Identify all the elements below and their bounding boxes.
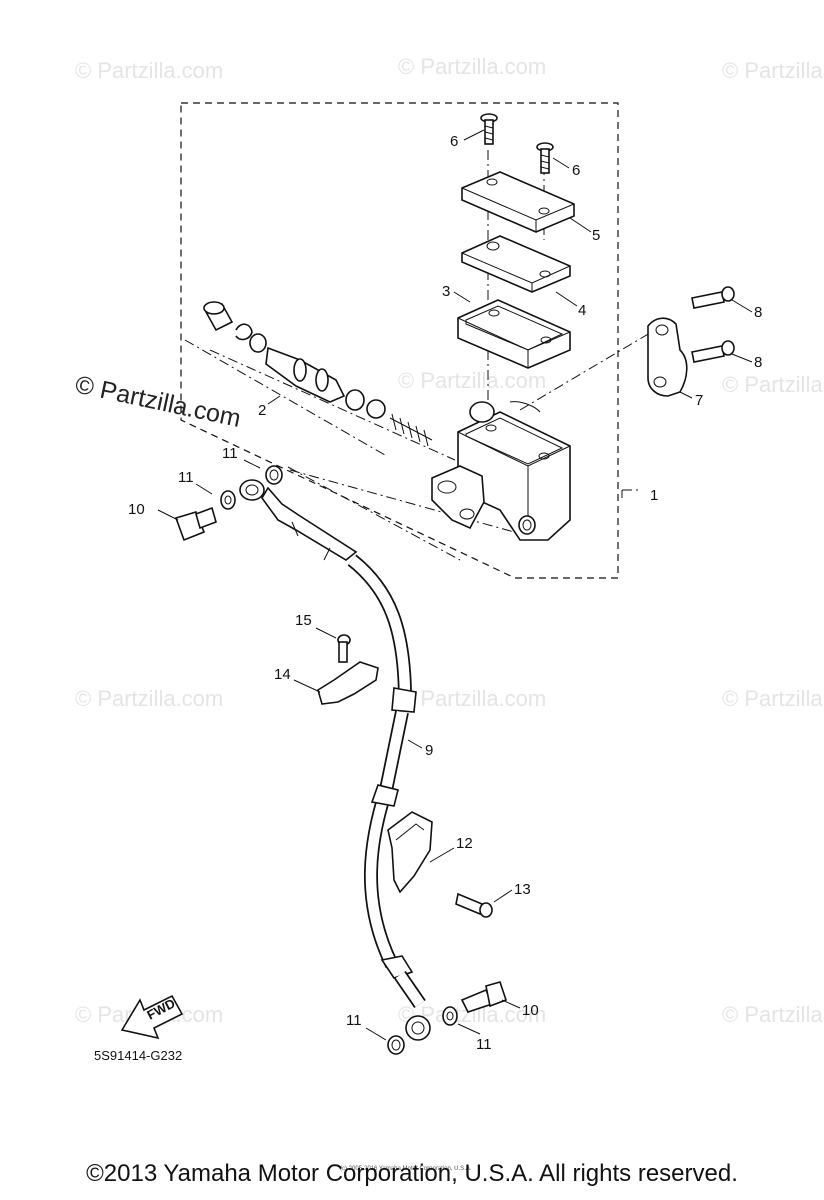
copper-washer [387, 1035, 405, 1055]
holder-clamp [647, 317, 688, 397]
watermark: © Partzilla.com [722, 686, 824, 711]
watermark: © Partzilla.com [75, 686, 223, 711]
callout-10: 10 [522, 1002, 539, 1019]
callout-1: 1 [650, 487, 658, 504]
callout-3: 3 [442, 283, 450, 300]
callout-2: 2 [258, 402, 266, 419]
master-cylinder-body [431, 401, 571, 541]
copper-washer [265, 465, 283, 485]
piston-kit [203, 301, 433, 447]
callout-8: 8 [754, 354, 762, 371]
callout-6: 6 [450, 133, 458, 150]
copper-washer [442, 1006, 458, 1026]
callout-5: 5 [592, 227, 600, 244]
guide-bolt [337, 634, 351, 663]
cap-screw [480, 113, 498, 145]
diaphragm [457, 299, 571, 369]
callouts: 6 6 5 4 3 8 8 7 2 1 11 11 10 15 14 9 12 … [128, 133, 762, 1053]
callout-7: 7 [695, 392, 703, 409]
copyright-notice: ©2013 Yamaha Motor Corporation, U.S.A. A… [86, 1160, 738, 1187]
callout-13: 13 [514, 881, 531, 898]
callout-11: 11 [346, 1012, 362, 1029]
union-bolt [174, 506, 217, 542]
hose-guide [317, 661, 379, 705]
clamp-bolt [455, 892, 493, 918]
alignment-lines [184, 150, 656, 561]
watermark: © Partzilla.com [75, 58, 223, 83]
callout-15: 15 [295, 612, 312, 629]
cap-screw [536, 142, 554, 174]
forward-arrow: FWD [120, 994, 184, 1040]
callout-8: 8 [754, 304, 762, 321]
diagram-code: 5S91414-G232 [94, 1048, 182, 1063]
callout-11: 11 [178, 469, 194, 486]
watermark-group: © Partzilla.com © Partzilla.com © Partzi… [73, 54, 824, 1027]
watermark: © Partzilla.com [398, 686, 546, 711]
callout-11: 11 [476, 1036, 492, 1053]
watermark: © Partzilla.com [722, 372, 824, 397]
watermark: © Partzilla.com [398, 368, 546, 393]
watermark: © Partzilla.com [722, 1002, 824, 1027]
holder-bolt [691, 286, 735, 309]
union-bolt [460, 981, 508, 1013]
callout-12: 12 [456, 835, 473, 852]
callout-9: 9 [425, 742, 433, 759]
assembly-boundary [180, 102, 619, 579]
callout-6: 6 [572, 162, 580, 179]
hose-clamp [387, 811, 433, 894]
callout-4: 4 [578, 302, 586, 319]
reservoir-cap [461, 171, 575, 233]
small-print: (c) 2005-2016 Yamaha Motor Corporation, … [340, 1166, 472, 1172]
watermark: © Partzilla.com [722, 58, 824, 83]
brake-hose [239, 479, 431, 1041]
holder-bolt [691, 340, 735, 363]
watermark: © Partzilla.com [398, 54, 546, 79]
watermark-prominent: © Partzilla.com [73, 370, 244, 432]
leader-lines [157, 129, 753, 1041]
callout-10: 10 [128, 501, 145, 518]
diaphragm-plate [461, 235, 571, 293]
copper-washer [220, 490, 236, 510]
callout-14: 14 [274, 666, 291, 683]
callout-11: 11 [222, 445, 238, 462]
